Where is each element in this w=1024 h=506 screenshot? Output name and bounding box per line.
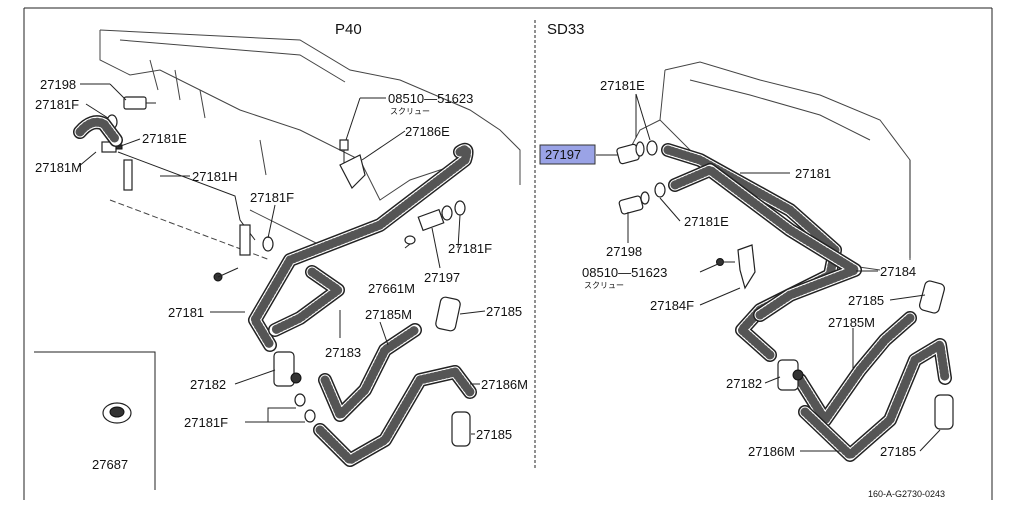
header-sd33: SD33: [547, 21, 585, 38]
part-27198-left: [123, 96, 156, 110]
diagram-frame: [23, 7, 993, 500]
label-27181H: 27181H: [192, 169, 238, 184]
part-27197-right: [616, 141, 645, 165]
label-27185-left-a: 27185: [486, 304, 522, 319]
label-27185-right-a: 27185: [848, 293, 884, 308]
leader-lines-right: [596, 93, 941, 452]
engine-outline-right: [631, 61, 911, 271]
label-27197-left: 27197: [424, 270, 460, 285]
part-27184F-bracket: [737, 244, 756, 290]
pipe-27181H: [117, 151, 256, 256]
hose-27186M-right: [798, 338, 952, 462]
highlight-box[interactable]: [539, 144, 596, 165]
label-27181-left: 27181: [168, 305, 204, 320]
label-08510-right: 08510—51623: [582, 265, 667, 280]
bolt-left: [213, 267, 239, 282]
label-27185-right-b: 27185: [880, 444, 916, 459]
label-screw-left: スクリュー: [390, 107, 430, 116]
part-clamps-27181F-d: [294, 393, 316, 423]
part-screw-08510-right: [716, 258, 735, 266]
label-27186E: 27186E: [405, 124, 450, 139]
label-27198-right: 27198: [606, 244, 642, 259]
hose-27185M-left: [318, 323, 422, 422]
label-27181M: 27181M: [35, 160, 82, 175]
part-27687-grommet: [102, 402, 132, 424]
hose-27184: [668, 163, 862, 322]
hose-27181M: [73, 115, 123, 147]
label-27181-right: 27181: [795, 166, 831, 181]
label-27185-left-b: 27185: [476, 427, 512, 442]
highlight-27197[interactable]: 27197: [539, 144, 596, 165]
label-27185M-right: 27185M: [828, 315, 875, 330]
label-27661M: 27661M: [368, 281, 415, 296]
hose-27185M-right: [793, 311, 917, 427]
part-27186E-bracket: [339, 154, 366, 190]
label-08510-left: 08510—51623: [388, 91, 473, 106]
part-clamp-27181F-c: [262, 236, 274, 252]
part-27182-left: [273, 351, 302, 387]
hose-27181-left: [248, 142, 474, 352]
label-27181F-b: 27181F: [448, 241, 492, 256]
label-27182-left: 27182: [190, 377, 226, 392]
label-screw-right: スクリュー: [584, 281, 624, 290]
hose-27185-left-b: [451, 411, 471, 447]
label-27186M-right: 27186M: [748, 444, 795, 459]
header-p40: P40: [335, 21, 362, 38]
part-clamp-27181E-b: [646, 140, 658, 156]
label-27181F-d: 27181F: [184, 415, 228, 430]
hose-27185-right-b: [934, 394, 954, 430]
label-27186M-left: 27186M: [481, 377, 528, 392]
label-27183: 27183: [325, 345, 361, 360]
part-27198-right: [618, 191, 650, 215]
label-27185M-left: 27185M: [365, 307, 412, 322]
part-27661M: [404, 235, 416, 245]
hose-27183: [268, 265, 345, 337]
label-27184F: 27184F: [650, 298, 694, 313]
label-27184: 27184: [880, 264, 916, 279]
label-27181F-a: 27181F: [35, 97, 79, 112]
label-27181E-c: 27181E: [684, 214, 729, 229]
label-27181E-b: 27181E: [600, 78, 645, 93]
part-27182-right: [777, 359, 804, 391]
hose-27185-right-a: [918, 280, 946, 314]
diagram-code: 160-A-G2730-0243: [868, 489, 945, 499]
label-27181E-a: 27181E: [142, 131, 187, 146]
hose-27186M-left: [313, 365, 477, 467]
hose-27185-left-a: [435, 296, 461, 332]
label-27182-right: 27182: [726, 376, 762, 391]
engine-outline-left: [99, 29, 521, 261]
part-27197-left: [417, 205, 453, 232]
label-27198-left: 27198: [40, 77, 76, 92]
label-27181F-c: 27181F: [250, 190, 294, 205]
label-27197-highlighted[interactable]: 27197: [545, 147, 581, 162]
part-clamp-27181E-c: [654, 182, 666, 198]
part-clamp-27181F-b: [454, 200, 466, 216]
label-27687: 27687: [92, 457, 128, 472]
leader-lines-left: [77, 83, 486, 435]
